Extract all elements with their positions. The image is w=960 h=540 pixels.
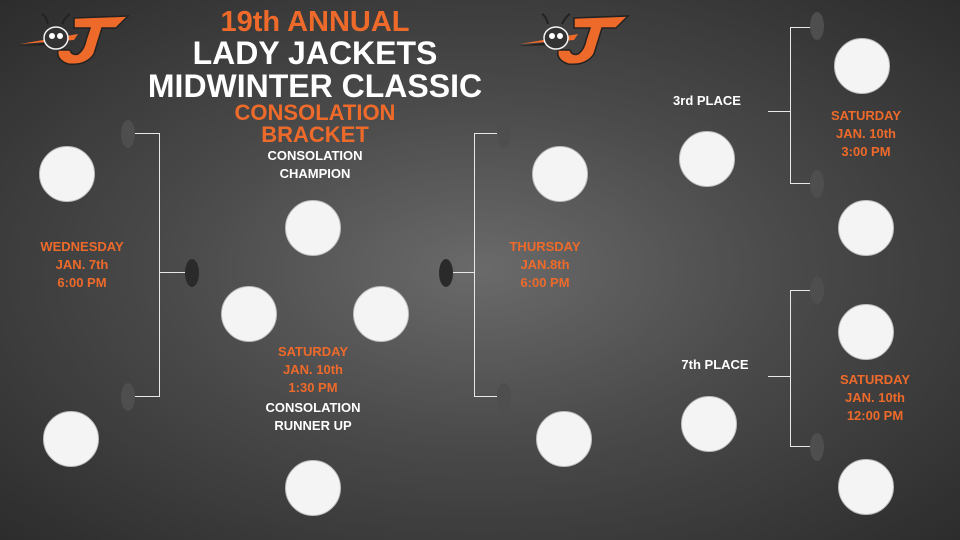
yellow-jacket-logo-icon (518, 13, 630, 66)
bracket-line (474, 133, 504, 134)
seed-slot (121, 383, 135, 411)
team-slot[interactable] (532, 146, 588, 202)
team-slot[interactable] (834, 38, 890, 94)
third-place-label: 3rd PLACE (673, 93, 741, 108)
title-midwinter-classic: MIDWINTER CLASSIC (147, 68, 483, 104)
team-slot[interactable] (838, 304, 894, 360)
title-consolation: CONSOLATION (234, 100, 396, 125)
bracket-line (768, 111, 790, 112)
bracket-line (790, 183, 816, 184)
team-slot[interactable] (536, 411, 592, 467)
game-time-saturday-final: SATURDAY JAN. 10th 1:30 PM (277, 344, 349, 395)
bracket-line (790, 290, 791, 446)
bracket-line (134, 396, 160, 397)
bracket-line (768, 376, 790, 377)
third-place-slot[interactable] (679, 131, 735, 187)
bracket-line (159, 272, 189, 273)
team-slot[interactable] (353, 286, 409, 342)
bracket-line (159, 133, 160, 396)
team-slot[interactable] (838, 200, 894, 256)
team-slot[interactable] (43, 411, 99, 467)
bracket-line (790, 27, 791, 183)
seed-slot (185, 259, 199, 287)
seventh-place-slot[interactable] (681, 396, 737, 452)
champion-slot[interactable] (285, 200, 341, 256)
seed-slot (497, 120, 511, 148)
bracket-line (474, 133, 475, 396)
bracket-line (790, 446, 816, 447)
seventh-place-label: 7th PLACE (681, 357, 749, 372)
seed-slot (810, 433, 824, 461)
title-lady-jackets: LADY JACKETS (192, 35, 438, 71)
yellow-jacket-logo-icon (18, 13, 130, 66)
bracket-line (474, 396, 504, 397)
bracket-line (790, 27, 816, 28)
game-time-thursday: THURSDAY JAN.8th 6:00 PM (509, 239, 581, 290)
consolation-runner-up-label: CONSOLATION RUNNER UP (265, 400, 361, 433)
seed-slot (810, 12, 824, 40)
team-slot[interactable] (39, 146, 95, 202)
title-bracket: BRACKET (261, 122, 369, 147)
title-annual: 19th ANNUAL (220, 6, 410, 38)
consolation-champion-label: CONSOLATION CHAMPION (267, 148, 363, 181)
seed-slot (121, 120, 135, 148)
game-time-saturday-seventh: SATURDAY JAN. 10th 12:00 PM (839, 372, 911, 423)
seed-slot (810, 276, 824, 304)
game-time-saturday-third: SATURDAY JAN. 10th 3:00 PM (830, 108, 902, 159)
seed-slot (497, 383, 511, 411)
runner-up-slot[interactable] (285, 460, 341, 516)
bracket-line (134, 133, 160, 134)
seed-slot (439, 259, 453, 287)
team-slot[interactable] (221, 286, 277, 342)
team-slot[interactable] (838, 459, 894, 515)
game-time-wednesday: WEDNESDAY JAN. 7th 6:00 PM (40, 239, 124, 290)
bracket-line (452, 272, 475, 273)
bracket-line (790, 290, 816, 291)
seed-slot (810, 170, 824, 198)
